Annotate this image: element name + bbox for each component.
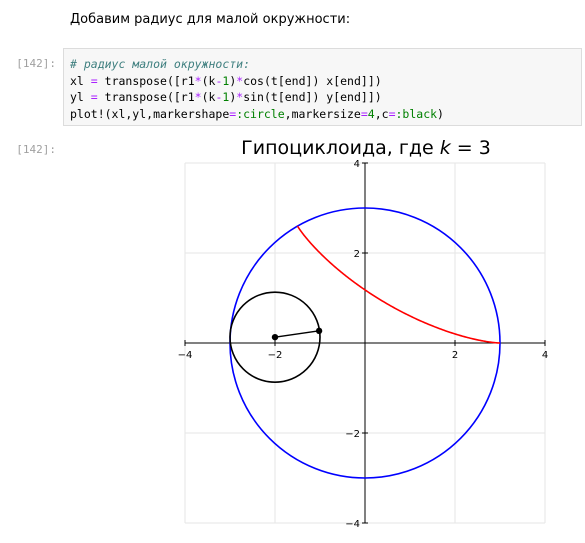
y-tick-label: −2 — [345, 429, 360, 440]
code-cell[interactable]: # радиус малой окружности: xl = transpos… — [63, 48, 582, 126]
x-tick-label: 4 — [542, 350, 548, 361]
code-line-3: yl = transpose([r1*(k-1)*sin(t[end]) y[e… — [70, 90, 382, 104]
plot-output: Гипоциклоида, где k = 3 −4 −2 2 4 4 2 −2 −4 — [150, 132, 580, 541]
radius-line — [274, 330, 320, 338]
output-prompt: [142]: — [16, 143, 56, 156]
chart-title: Гипоциклоида, где k = 3 — [241, 137, 491, 159]
tick-labels: −4 −2 2 4 4 2 −2 −4 — [178, 159, 549, 530]
y-tick-label: −4 — [345, 519, 360, 530]
radius-marker — [271, 333, 279, 341]
series — [229, 207, 501, 479]
x-tick-label: −2 — [268, 350, 283, 361]
hypocycloid-plot: Гипоциклоида, где k = 3 −4 −2 2 4 4 2 −2 −4 — [178, 137, 549, 530]
radius-marker — [315, 327, 323, 335]
axes — [184, 162, 546, 524]
y-tick-label: 2 — [354, 249, 360, 260]
hypocycloid-curve — [296, 225, 500, 344]
input-prompt: [142]: — [16, 57, 56, 70]
code-line-2: xl = transpose([r1*(k-1)*cos(t[end]) x[e… — [70, 73, 382, 88]
y-tick-label: 4 — [354, 159, 360, 170]
code-line-4: plot!(xl,yl,markershape=:circle,markersi… — [70, 106, 444, 121]
small-circle — [229, 291, 321, 383]
x-tick-label: −4 — [178, 350, 193, 361]
code-comment: # радиус малой окружности: — [70, 57, 251, 71]
markdown-text: Добавим радиус для малой окружности: — [70, 12, 351, 27]
x-tick-label: 2 — [452, 350, 458, 361]
